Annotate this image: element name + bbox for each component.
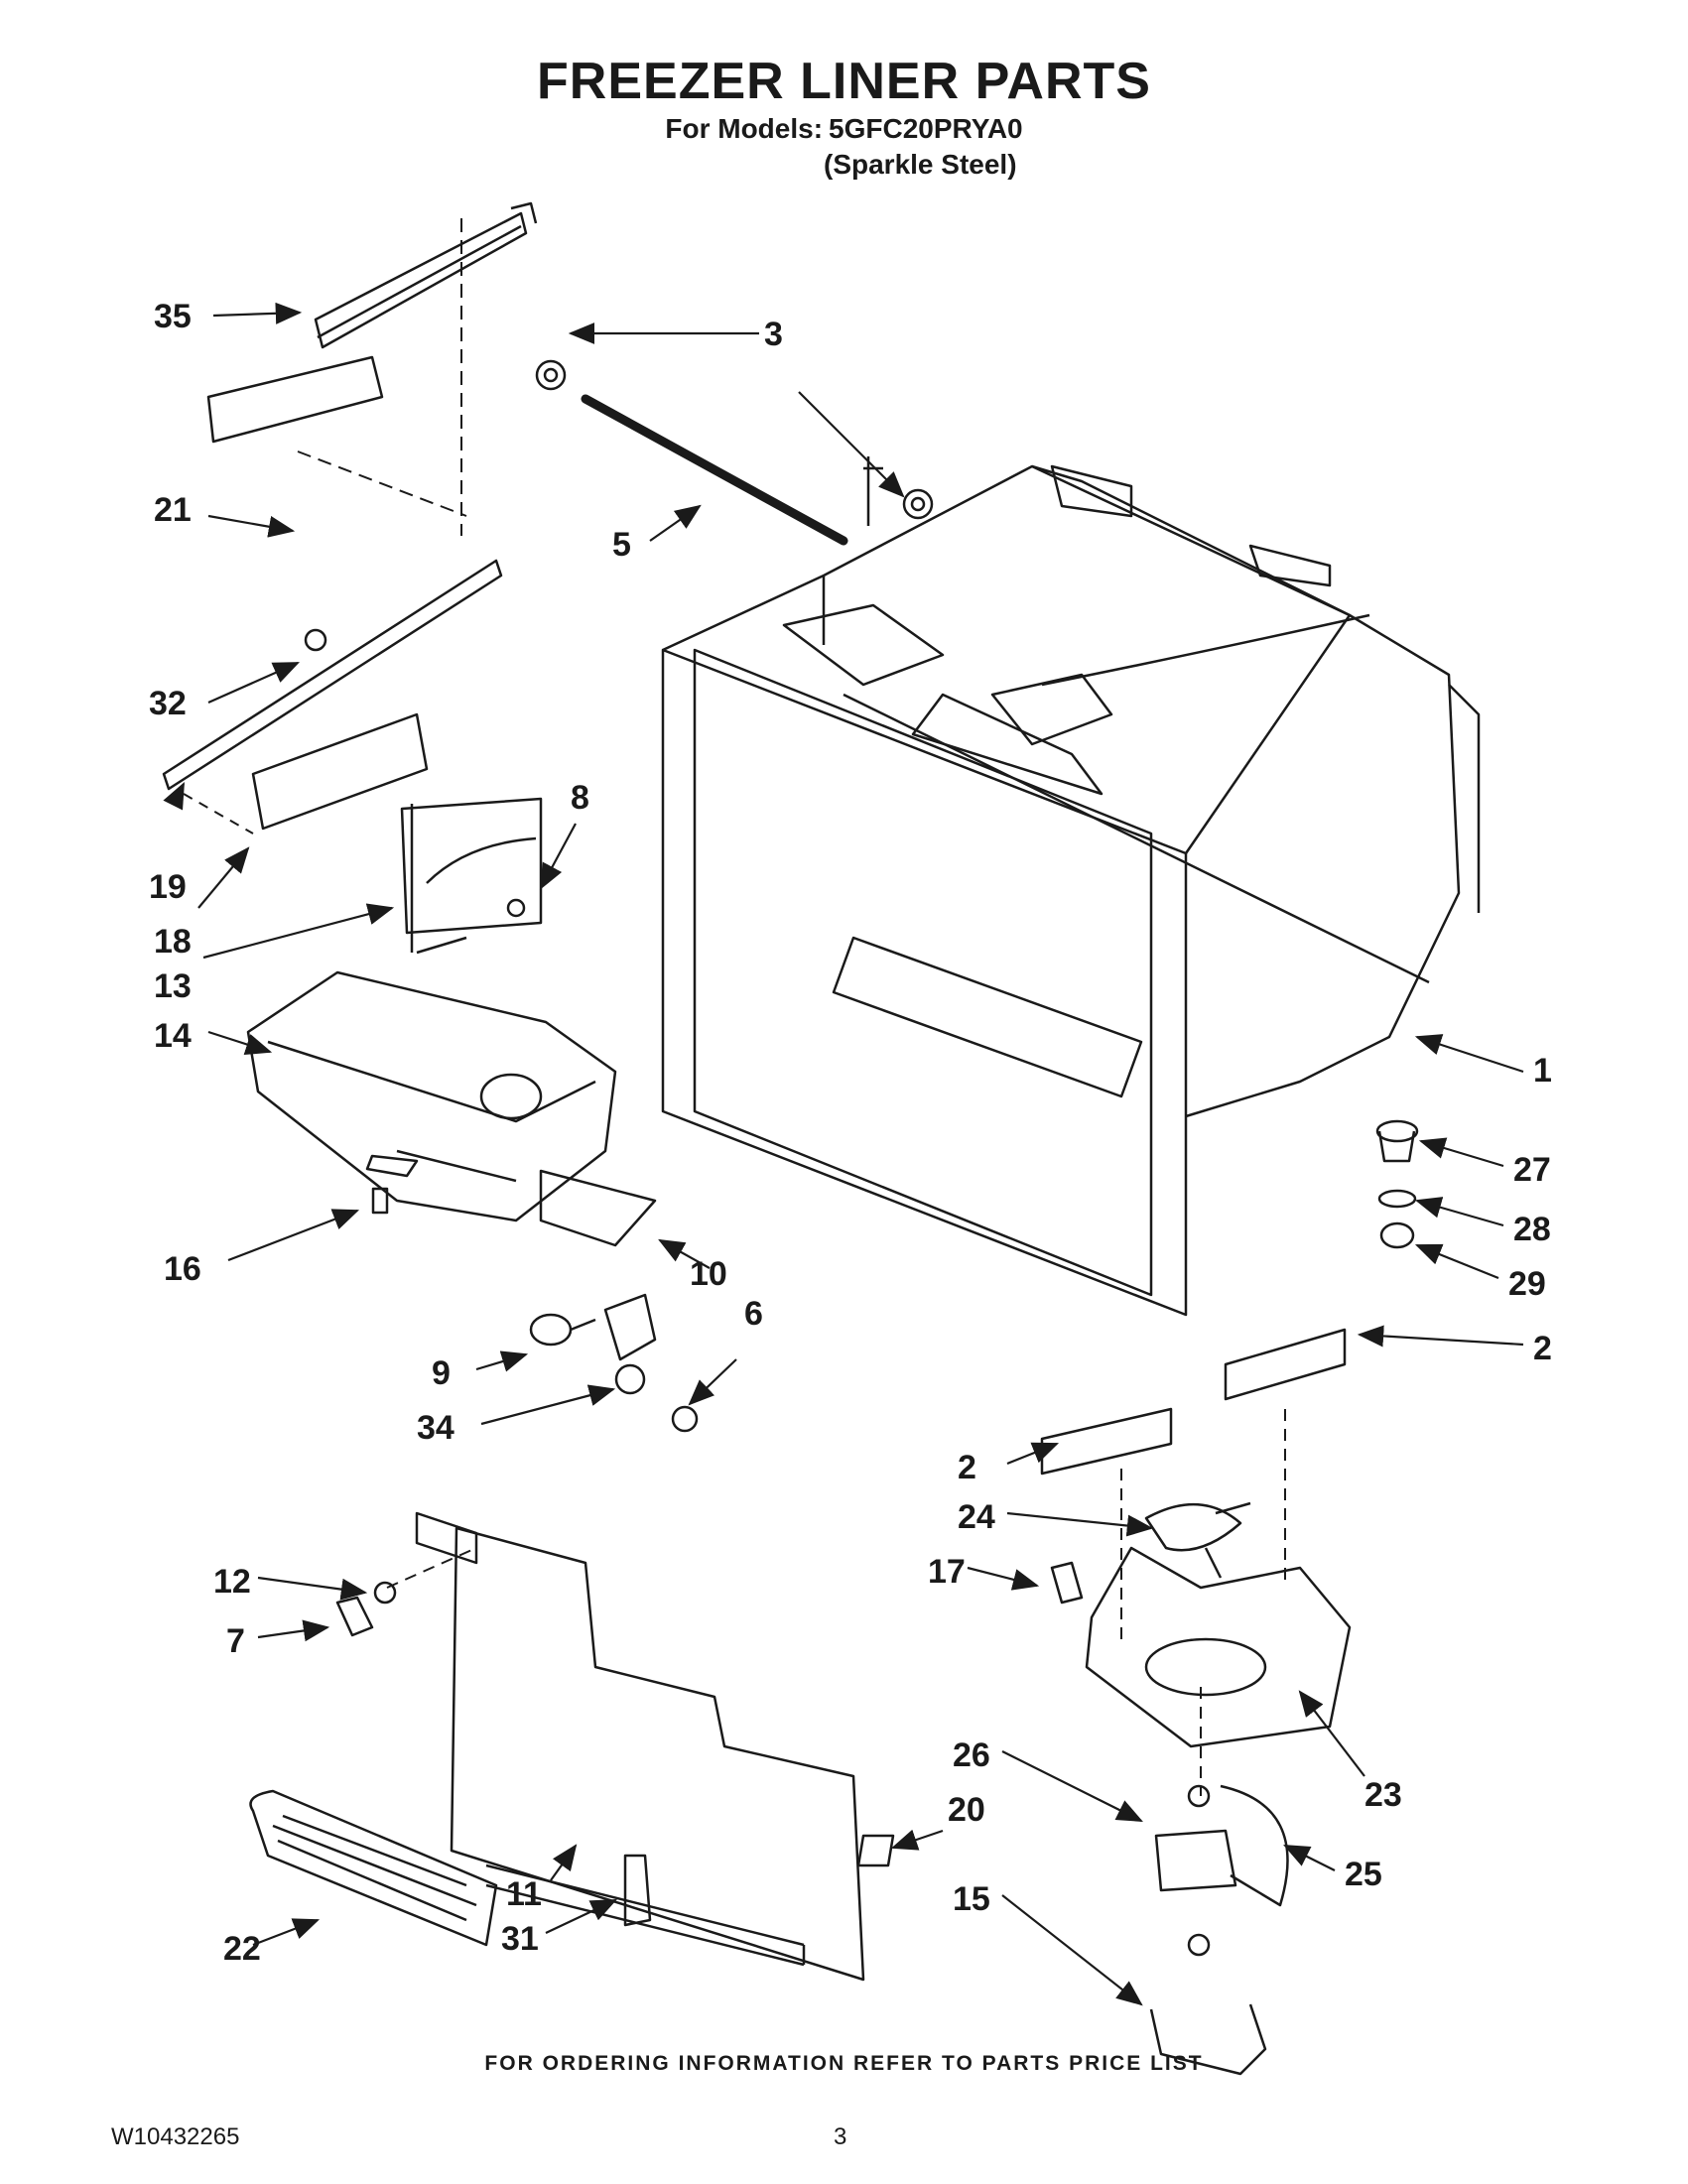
slide-rail-and-bracket-drawing — [162, 355, 543, 955]
grille-drawing — [249, 1789, 895, 1947]
callout-22: 22 — [223, 1930, 261, 1968]
ice-bin-housing-drawing — [246, 970, 657, 1247]
callout-8: 8 — [571, 779, 589, 817]
callout-2-right: 2 — [1533, 1330, 1552, 1367]
callout-23: 23 — [1364, 1776, 1402, 1814]
evaporator-cover-drawing — [335, 1511, 865, 1982]
callout-16: 16 — [164, 1250, 201, 1288]
page-title: FREEZER LINER PARTS — [537, 53, 1151, 110]
finish-label: (Sparkle Steel) — [824, 149, 1017, 180]
callout-numbers: 35 3 21 5 32 19 8 18 13 14 1 27 28 16 10… — [149, 298, 1552, 1968]
shelf-rod-and-gears-drawing — [460, 218, 934, 546]
page-number: 3 — [834, 2123, 847, 2150]
light-shield-drawing — [314, 201, 538, 349]
callout-9: 9 — [432, 1354, 451, 1392]
callout-14: 14 — [154, 1017, 192, 1055]
model-number: 5GFC20PRYA0 — [829, 113, 1023, 144]
callout-18: 18 — [154, 923, 192, 961]
callout-32: 32 — [149, 685, 187, 722]
callout-31: 31 — [501, 1920, 539, 1958]
callout-12: 12 — [213, 1563, 251, 1601]
callout-6: 6 — [744, 1295, 763, 1333]
callout-11: 11 — [506, 1875, 542, 1913]
drain-fitting-drawing — [1375, 1119, 1419, 1249]
callout-29: 29 — [1508, 1265, 1546, 1303]
leader-lines — [163, 302, 1524, 2006]
callout-21: 21 — [154, 491, 192, 529]
callout-7: 7 — [226, 1622, 245, 1660]
callout-19: 19 — [149, 868, 187, 906]
ordering-note: FOR ORDERING INFORMATION REFER TO PARTS … — [484, 2052, 1204, 2075]
models-line: For Models:5GFC20PRYA0 — [0, 111, 1688, 147]
callout-17: 17 — [928, 1553, 966, 1591]
callout-15: 15 — [953, 1880, 990, 1918]
callout-2-left: 2 — [958, 1449, 976, 1486]
freezer-liner-drawing — [661, 464, 1481, 1317]
callout-3: 3 — [764, 316, 783, 353]
callout-35: 35 — [154, 298, 192, 335]
callout-24: 24 — [958, 1498, 995, 1536]
callout-25: 25 — [1345, 1856, 1382, 1893]
callout-13: 13 — [154, 967, 192, 1005]
callout-26: 26 — [953, 1736, 990, 1774]
callout-34: 34 — [417, 1409, 454, 1447]
callout-5: 5 — [612, 526, 631, 564]
callout-28: 28 — [1513, 1211, 1551, 1248]
document-number: W10432265 — [111, 2123, 240, 2150]
lamp-socket-drawing — [529, 1293, 699, 1433]
callout-20: 20 — [948, 1791, 985, 1829]
callout-10: 10 — [690, 1255, 727, 1293]
models-label: For Models: — [665, 113, 824, 144]
callout-27: 27 — [1513, 1151, 1551, 1189]
page-header: FREEZER LINER PARTS For Models:5GFC20PRY… — [0, 52, 1688, 147]
callout-1: 1 — [1533, 1052, 1552, 1090]
